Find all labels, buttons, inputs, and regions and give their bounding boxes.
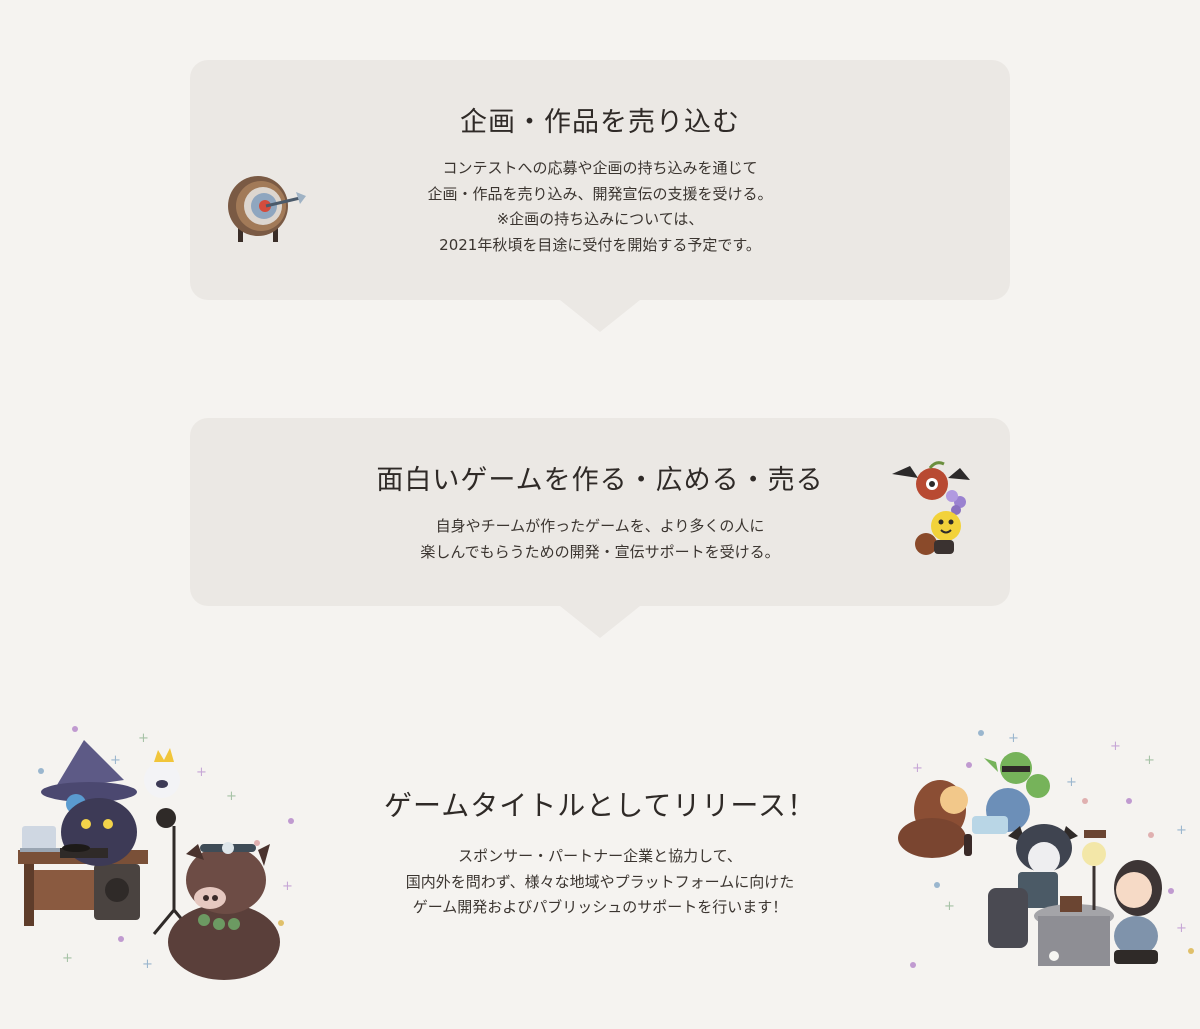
sparkle-icon: + (62, 951, 73, 966)
dot-icon (1082, 798, 1088, 804)
sparkle-icon: + (1144, 753, 1155, 768)
sparkle-icon: + (226, 789, 237, 804)
planning-line-2: 企画・作品を売り込み、開発宣伝の支援を受ける。 (427, 184, 773, 203)
sparkle-icon: + (912, 761, 923, 776)
adventurers-party-illustration (898, 752, 1162, 966)
dot-icon (72, 726, 78, 732)
planning-line-1: コンテストへの応募や企画の持ち込みを通じて (442, 159, 758, 177)
sparkle-icon: + (1066, 775, 1077, 790)
sparkle-icon: + (196, 765, 207, 780)
sparkle-icon: + (142, 957, 153, 972)
sparkle-icon: + (110, 753, 121, 768)
dot-icon (38, 768, 44, 774)
dot-icon (1188, 948, 1194, 954)
game-card-title: 面白いゲームを作る・広める・売る (376, 465, 824, 496)
game-card: 面白いゲームを作る・広める・売る 自身やチームが作ったゲームを、より多くの人に … (190, 418, 1010, 638)
sparkle-icon: + (1176, 823, 1187, 838)
sparkle-icon: + (282, 879, 293, 894)
sparkle-icon: + (1176, 921, 1187, 936)
planning-card-title: 企画・作品を売り込む (460, 107, 740, 138)
planning-line-4: 2021年秋頃を目途に受付を開始する予定です。 (439, 235, 761, 254)
sparkle-icon: + (1110, 739, 1121, 754)
witch-dj-and-boar-illustration (18, 740, 280, 980)
release-line-3: ゲーム開発およびパブリッシュのサポートを行います！ (412, 898, 788, 916)
dot-icon (978, 730, 984, 736)
fruit-creatures-icon (892, 461, 970, 555)
release-line-1: スポンサー・パートナー企業と協力して、 (458, 847, 742, 865)
game-line-1: 自身やチームが作ったゲームを、より多くの人に (435, 517, 765, 535)
dot-icon (1126, 798, 1132, 804)
planning-line-3: ※企画の持ち込みについては、 (496, 210, 704, 228)
planning-card-body: コンテストへの応募や企画の持ち込みを通じて 企画・作品を売り込み、開発宣伝の支援… (190, 156, 1010, 258)
dot-icon (1168, 888, 1174, 894)
target-with-arrow-icon (228, 176, 306, 242)
sparkle-icon: + (1008, 731, 1019, 746)
sparkle-icon: + (944, 899, 955, 914)
sparkle-icon: + (138, 731, 149, 746)
dot-icon (934, 882, 940, 888)
dot-icon (118, 936, 124, 942)
dot-icon (254, 840, 260, 846)
dot-icon (910, 962, 916, 968)
game-line-2: 楽しんでもらうための開発・宣伝サポートを受ける。 (420, 542, 780, 561)
dot-icon (1148, 832, 1154, 838)
dot-icon (288, 818, 294, 824)
release-title: ゲームタイトルとしてリリース！ (384, 789, 816, 822)
planning-card: 企画・作品を売り込む コンテストへの応募や企画の持ち込みを通じて 企画・作品を売… (190, 60, 1010, 332)
release-body: スポンサー・パートナー企業と協力して、 国内外を問わず、様々な地域やプラットフォ… (0, 844, 1200, 921)
dot-icon (278, 920, 284, 926)
dot-icon (966, 762, 972, 768)
game-card-body: 自身やチームが作ったゲームを、より多くの人に 楽しんでもらうための開発・宣伝サポ… (190, 514, 1010, 565)
release-line-2: 国内外を問わず、様々な地域やプラットフォームに向けた (405, 872, 795, 891)
